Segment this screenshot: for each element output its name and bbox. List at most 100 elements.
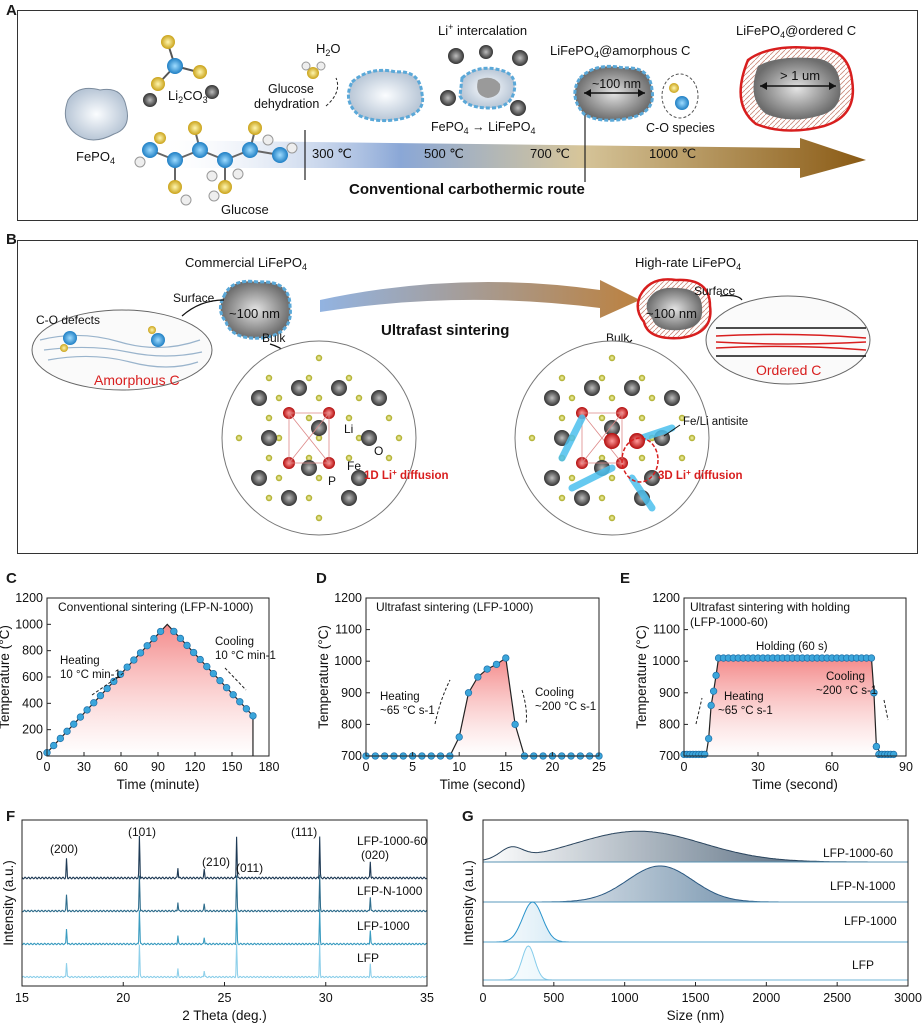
crystal-structure-1d bbox=[235, 354, 403, 522]
data-point bbox=[455, 733, 463, 741]
temp-700: 700 ℃ bbox=[530, 146, 570, 161]
amorphous-c-ellipse bbox=[31, 309, 213, 391]
y-tick-label: 600 bbox=[22, 670, 43, 684]
y-tick-label: 700 bbox=[341, 749, 362, 763]
commercial-title: Commercial LiFePO4 bbox=[185, 255, 307, 272]
cooling-arrow bbox=[521, 689, 527, 725]
series-label: LFP-1000 bbox=[844, 914, 897, 928]
oxygen-atom bbox=[315, 354, 323, 362]
oxygen-atom bbox=[385, 454, 393, 462]
data-point bbox=[150, 634, 158, 643]
phosphate-atom bbox=[311, 420, 327, 436]
ordered-title: LiFePO4@ordered C bbox=[736, 23, 856, 40]
x-tick-label: 2500 bbox=[823, 991, 851, 1005]
data-point bbox=[511, 720, 519, 729]
oxygen-atom bbox=[558, 374, 566, 382]
phosphate-atom bbox=[301, 460, 317, 476]
data-point bbox=[50, 741, 58, 750]
chart-f: LFP-1000-60LFP-N-1000LFP-1000LFP(200)(10… bbox=[1, 819, 434, 1023]
oxygen-atom bbox=[275, 474, 283, 482]
data-point bbox=[492, 660, 501, 669]
oxygen-atom bbox=[305, 414, 313, 422]
oxygen-atom bbox=[265, 374, 273, 382]
xrd-series-line bbox=[21, 835, 428, 880]
heating-label: Heating bbox=[724, 691, 764, 703]
y-axis-label: Intensity (a.u.) bbox=[461, 860, 476, 946]
data-point bbox=[229, 691, 237, 699]
phosphate-atom bbox=[584, 380, 600, 396]
data-point bbox=[70, 720, 78, 728]
amorphous-size-label: ~100 nm bbox=[592, 77, 641, 91]
y-tick-label: 0 bbox=[36, 749, 43, 763]
x-tick-label: 15 bbox=[15, 991, 29, 1005]
oxygen-atom bbox=[355, 394, 363, 402]
heating-rate-label: ~65 °C s-1 bbox=[718, 705, 773, 717]
oxygen-atom bbox=[678, 454, 686, 462]
fepo4-to-lifepo4-label: FePO4 → LiFePO4 bbox=[431, 120, 536, 136]
h2o-label: H2O bbox=[316, 41, 341, 58]
data-point bbox=[709, 687, 718, 695]
x-tick-label: 0 bbox=[480, 991, 487, 1005]
bulk-label-left: Bulk bbox=[262, 331, 286, 345]
highrate-size-label: ~100 nm bbox=[646, 306, 697, 321]
plot-frame bbox=[365, 597, 600, 757]
surface-label-right: Surface bbox=[694, 284, 736, 298]
panel-b-schematic: Commercial LiFePO4 High-rate LiFePO4 Ult… bbox=[31, 255, 871, 536]
bond-line bbox=[581, 412, 623, 464]
peak-label: (210) bbox=[202, 855, 230, 869]
oxygen-atom bbox=[648, 394, 656, 402]
li-diffusion-arrow bbox=[568, 464, 616, 492]
oxygen-atom bbox=[608, 394, 616, 402]
phosphate-atom bbox=[664, 390, 680, 406]
panel-a-schematic: FePO4 Li2CO3 bbox=[64, 22, 866, 217]
glucose-label: Glucose bbox=[221, 202, 269, 217]
phosphate-atom bbox=[544, 470, 560, 486]
data-point bbox=[156, 627, 165, 636]
oxygen-atom bbox=[638, 454, 646, 462]
panel-b-letter: B bbox=[6, 231, 17, 248]
oxygen-atom bbox=[608, 354, 616, 362]
x-tick-label: 90 bbox=[899, 760, 913, 774]
series-label: LFP-1000-60 bbox=[823, 846, 893, 860]
x-tick-label: 2000 bbox=[752, 991, 780, 1005]
oxygen-atom bbox=[558, 494, 566, 502]
phosphate-atom bbox=[291, 380, 307, 396]
x-tick-label: 500 bbox=[543, 991, 564, 1005]
data-point bbox=[103, 684, 111, 693]
data-point bbox=[96, 692, 105, 700]
oxygen-atom bbox=[275, 434, 283, 442]
oxygen-atom bbox=[598, 414, 606, 422]
temperature-area bbox=[47, 624, 253, 756]
highrate-title: High-rate LiFePO4 bbox=[635, 255, 741, 272]
oxygen-atom bbox=[275, 394, 283, 402]
oxygen-atom bbox=[305, 454, 313, 462]
data-point bbox=[464, 689, 473, 697]
glucose-molecule bbox=[134, 121, 298, 206]
oxygen-atom bbox=[568, 394, 576, 402]
glucose-dehydration-line1: Glucose bbox=[268, 82, 314, 96]
data-point bbox=[56, 734, 65, 743]
li-intercalation-label: Li+ intercalation bbox=[438, 22, 527, 38]
temp-1000: 1000 ℃ bbox=[649, 146, 696, 161]
x-tick-label: 0 bbox=[363, 760, 370, 774]
x-axis-label: Size (nm) bbox=[667, 1008, 725, 1023]
chart-e-title: Ultrafast sintering with holding bbox=[690, 600, 850, 614]
bond-line bbox=[288, 412, 330, 464]
oxygen-atom bbox=[315, 434, 323, 442]
data-point bbox=[136, 649, 145, 657]
data-point bbox=[870, 689, 878, 697]
x-axis-label: 2 Theta (deg.) bbox=[182, 1008, 267, 1023]
cooling-label: Cooling bbox=[535, 687, 574, 699]
diffusion-1d-label: 1D Li+ diffusion bbox=[364, 468, 449, 482]
surface-label-left: Surface bbox=[173, 291, 215, 305]
y-tick-label: 400 bbox=[22, 696, 43, 710]
iron-atom bbox=[604, 433, 620, 449]
x-axis-label: Time (minute) bbox=[117, 777, 200, 792]
data-point bbox=[867, 654, 876, 662]
data-point bbox=[242, 705, 251, 713]
data-point bbox=[705, 734, 713, 743]
phosphate-atom bbox=[554, 430, 570, 446]
route-label: Conventional carbothermic route bbox=[349, 181, 585, 198]
co-species-label: C-O species bbox=[646, 121, 715, 135]
data-point bbox=[183, 641, 191, 650]
